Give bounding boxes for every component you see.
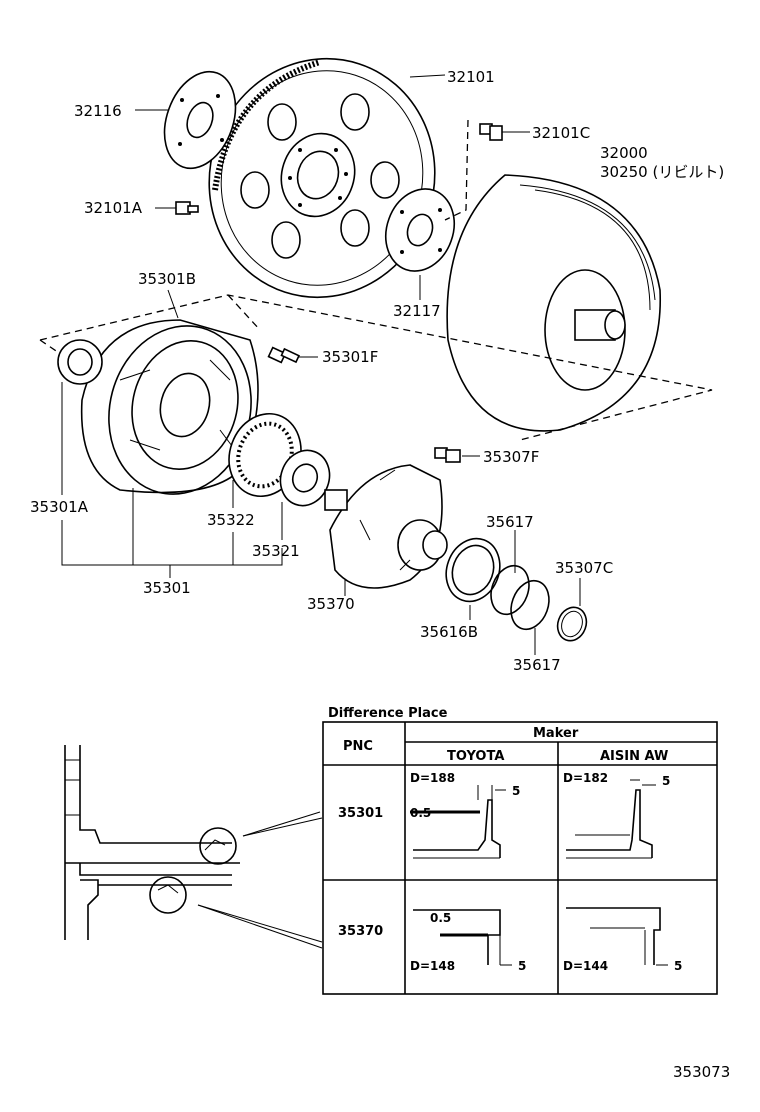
detail-35370-toyota: 0.5 D=148 5: [410, 909, 526, 973]
label-35322: 35322: [207, 511, 255, 529]
bolt-35307F: [434, 447, 461, 463]
label-32117: 32117: [393, 302, 441, 320]
r2-aisin-5: 5: [674, 959, 682, 973]
header-aisin: AISIN AW: [600, 749, 668, 764]
label-35307C: 35307C: [555, 559, 613, 577]
cross-section-view: [64, 745, 323, 949]
drive-gear-35321: [279, 449, 331, 507]
label-32000: 32000: [600, 144, 648, 162]
label-32101A: 32101A: [84, 199, 143, 217]
row-pnc-35301: 35301: [338, 806, 383, 821]
r2-aisin-d: D=144: [563, 959, 608, 973]
plate-32117: [385, 188, 455, 272]
r1-aisin-5: 5: [662, 774, 670, 788]
detail-35370-aisin: D=144 5: [563, 907, 682, 973]
seal-ring-35617-upper: [490, 564, 530, 616]
r2-toyota-5: 5: [518, 959, 526, 973]
label-32101C: 32101C: [532, 124, 590, 142]
stator-shaft-35370: [324, 464, 448, 589]
label-35321: 35321: [252, 542, 300, 560]
bolt-35301F: [267, 346, 301, 364]
ring-35616B: [445, 537, 501, 603]
flexplate-32101: [208, 57, 436, 299]
label-35301B: 35301B: [138, 270, 196, 288]
row-pnc-35370: 35370: [338, 924, 383, 939]
r1-toyota-d: D=188: [410, 771, 455, 785]
r1-toyota-0.5: 0.5: [410, 806, 431, 820]
header-toyota: TOYOTA: [447, 749, 504, 764]
label-35617-upper: 35617: [486, 513, 534, 531]
label-32116: 32116: [74, 102, 122, 120]
label-35301F: 35301F: [322, 348, 378, 366]
label-35370: 35370: [307, 595, 355, 613]
detail-35301-toyota: D=188 5 0.5: [410, 771, 520, 859]
header-pnc: PNC: [343, 739, 373, 754]
seal-ring-35617-lower: [510, 579, 550, 631]
difference-table: Difference Place PNC Maker TOYOTA AISIN …: [322, 706, 718, 995]
r1-toyota-5: 5: [512, 784, 520, 798]
label-35617-lower: 35617: [513, 656, 561, 674]
ring-35307C: [556, 606, 588, 642]
table-title: Difference Place: [328, 706, 448, 721]
r2-toyota-d: D=148: [410, 959, 455, 973]
header-maker: Maker: [533, 726, 579, 741]
label-35616B: 35616B: [420, 623, 478, 641]
label-32101: 32101: [447, 68, 495, 86]
label-35307F: 35307F: [483, 448, 539, 466]
torque-converter-32000: [446, 174, 661, 432]
r1-aisin-d: D=182: [563, 771, 608, 785]
bolt-32101A: [175, 201, 199, 215]
plate-32116: [163, 70, 237, 170]
detail-35301-aisin: D=182 5: [563, 771, 670, 859]
bolt-32101C: [479, 123, 503, 141]
label-30250: 30250 (リビルト): [600, 163, 724, 181]
r2-toyota-0.5: 0.5: [430, 911, 451, 925]
diagram-id: 353073: [673, 1063, 730, 1081]
label-35301: 35301: [143, 579, 191, 597]
label-35301A: 35301A: [30, 498, 89, 516]
